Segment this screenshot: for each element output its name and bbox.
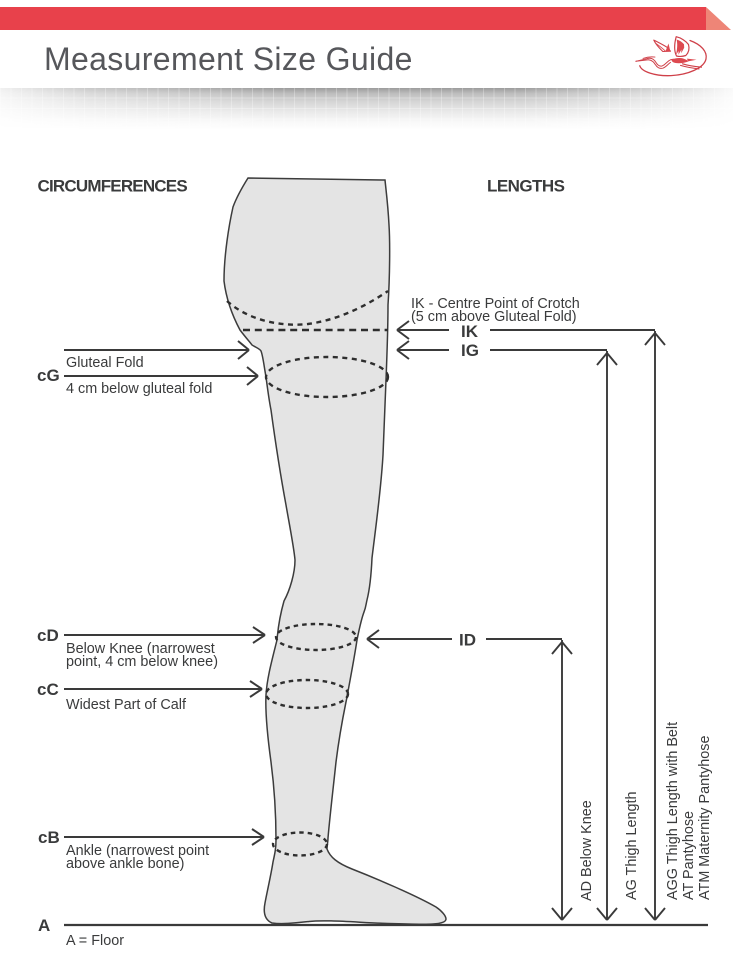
svg-text:above ankle bone): above ankle bone) — [66, 856, 184, 872]
svg-text:AD Below Knee: AD Below Knee — [579, 800, 595, 901]
svg-text:AT Pantyhose: AT Pantyhose — [681, 811, 697, 900]
svg-text:AGG Thigh Length with Belt: AGG Thigh Length with Belt — [665, 722, 681, 900]
svg-text:Below Knee (narrowest: Below Knee (narrowest — [66, 641, 215, 657]
svg-text:cC: cC — [37, 680, 59, 699]
svg-text:cG: cG — [37, 366, 60, 385]
svg-text:cB: cB — [38, 828, 60, 847]
svg-text:point, 4 cm below knee): point, 4 cm below knee) — [66, 654, 218, 670]
svg-text:AG Thigh Length: AG Thigh Length — [624, 791, 640, 900]
svg-text:ID: ID — [459, 631, 476, 650]
svg-text:CIRCUMFERENCES: CIRCUMFERENCES — [38, 177, 188, 196]
svg-text:LENGTHS: LENGTHS — [487, 177, 565, 196]
svg-text:4 cm below gluteal fold: 4 cm below gluteal fold — [66, 381, 212, 397]
svg-text:IK: IK — [461, 322, 479, 341]
svg-text:(5 cm above Gluteal Fold): (5 cm above Gluteal Fold) — [411, 309, 577, 325]
svg-text:Gluteal Fold: Gluteal Fold — [66, 355, 144, 371]
svg-text:A: A — [38, 916, 50, 935]
svg-text:ATM Maternity Pantyhose: ATM Maternity Pantyhose — [697, 736, 713, 901]
svg-text:A = Floor: A = Floor — [66, 933, 124, 949]
svg-text:Ankle (narrowest point: Ankle (narrowest point — [66, 843, 209, 859]
svg-text:Widest Part of Calf: Widest Part of Calf — [66, 697, 187, 713]
svg-text:IK - Centre Point of Crotch: IK - Centre Point of Crotch — [411, 296, 580, 312]
svg-text:cD: cD — [37, 626, 59, 645]
svg-text:IG: IG — [461, 341, 479, 360]
